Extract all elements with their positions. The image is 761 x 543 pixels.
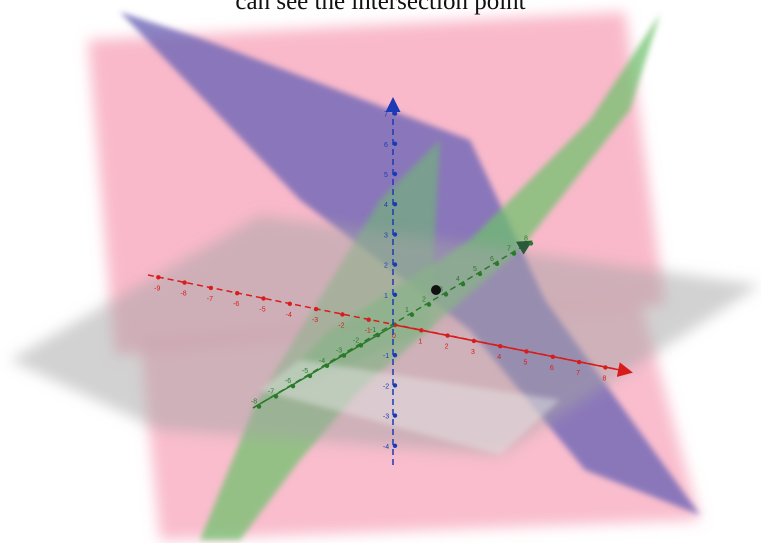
x-axis-tick-label: 7 [576,370,580,377]
y-axis-tick-mark [477,271,483,277]
y-axis-tick-label: 5 [473,266,477,273]
y-axis-tick-mark [511,251,517,256]
x-axis-tick-label: 5 [524,360,528,367]
z-axis-tick-label: 6 [384,142,388,149]
y-axis-tick-label: -5 [302,368,308,375]
y-axis-tick-label: -2 [353,337,359,344]
z-axis-tick-mark [392,171,398,177]
x-axis-tick-mark [287,301,292,306]
y-axis-tick-mark [324,363,330,368]
z-axis-tick-label: 7 [384,112,388,119]
y-axis-tick-label: 8 [524,235,528,242]
y-axis-tick-label: -7 [268,388,274,395]
z-axis-tick-label: 2 [384,263,388,270]
x-axis-tick-mark [576,359,582,365]
x-axis-tick-mark [261,296,266,301]
y-axis-tick-mark [494,261,500,266]
y-axis-tick-label: 1 [405,307,409,314]
x-axis-tick-mark [550,354,555,359]
x-axis-tick-label: 4 [497,354,501,361]
y-axis-tick-label: -1 [370,327,376,334]
x-axis-tick-label: -4 [286,312,292,319]
y-axis-tick-mark [341,353,347,358]
y-axis-tick-mark [307,373,313,379]
x-axis-tick-mark [603,365,608,370]
z-axis-tick-mark [392,292,398,297]
z-axis-tick-label: -4 [383,444,389,451]
z-axis-tick-label: 5 [384,172,388,179]
y-axis-tick-mark [460,282,466,287]
x-axis-tick-label: -2 [338,322,344,329]
caption: can see the intersection point [235,0,526,15]
z-axis-tick-mark [392,232,398,237]
z-axis-tick-mark [392,111,398,116]
gray-plane [10,215,760,455]
z-axis-tick-mark [392,141,398,146]
y-axis-tick-mark [426,302,432,307]
y-axis-tick-mark [290,384,296,389]
y-axis-tick-label: -6 [285,378,291,385]
z-axis-tick-mark [392,262,398,267]
y-axis-tick-label: 3 [439,286,443,293]
y-axis-tick-mark [256,404,262,409]
y-axis-tick-mark [358,343,364,348]
x-axis-tick-label: 3 [471,349,475,356]
x-axis-tick-label: -9 [154,285,160,292]
x-axis-tick-label: 2 [445,344,449,351]
x-axis-tick-mark [524,349,529,354]
x-axis-tick-label: -3 [312,317,318,324]
x-axis-tick-mark [235,291,240,296]
z-axis: -4 -3 -2 -1 1 2 3 4 5 6 7 [383,97,401,465]
z-axis-tick-mark [392,353,398,358]
z-axis-tick-mark [392,413,398,418]
z-axis-tick-label: 4 [384,202,388,209]
x-axis-tick-mark [340,312,345,317]
y-axis-tick-label: -8 [251,399,257,406]
x-axis-tick-mark [313,306,319,312]
y-axis-tick-label: 6 [490,256,494,263]
z-axis-tick-mark [392,443,398,448]
y-axis-tick-mark [375,333,381,338]
x-axis-tick-label: -6 [233,301,239,308]
y-axis-tick-mark [273,394,279,399]
y-axis-tick-label: -4 [319,358,325,365]
x-axis-tick-label: 8 [602,375,606,382]
z-axis-tick-label: 3 [384,232,388,239]
x-axis-tick-mark [156,275,161,280]
x-axis-tick-mark [182,280,187,285]
z-axis-tick-mark [392,383,398,388]
x-axis-tick-label: -5 [259,307,265,314]
x-axis-tick-label: 6 [550,365,554,372]
x-axis-tick-label: 1 [418,338,422,345]
x-axis-tick-mark [208,285,214,291]
intersection-point[interactable] [431,285,441,295]
x-axis-tick-mark [445,333,450,338]
x-axis-tick-label: -1 [365,328,371,335]
x-axis: -9 -8 -7 -6 -5 -4 -3 -2 -1 0 1 2 3 4 5 6 7 8 [147,274,633,382]
y-axis-tick-label: 2 [422,297,426,304]
z-axis-tick-label: -1 [383,353,389,360]
y-axis-tick-mark [409,312,415,317]
y-axis-tick-mark [528,241,534,246]
y-axis-tick-label: 7 [507,246,511,253]
x-axis-tick-label: -7 [207,296,213,303]
x-axis-tick-mark [419,328,424,333]
x-axis-tick-label: 0 [392,333,396,340]
x-axis-tick-label: -8 [180,291,186,298]
y-axis-tick-mark [443,292,449,297]
x-axis-tick-mark [471,338,477,344]
y-axis-tick-label: -3 [336,348,342,355]
y-axis-tick-label: 4 [456,276,460,283]
z-axis-tick-mark [392,202,398,207]
z-axis-tick-label: -3 [383,414,389,421]
x-axis-tick-mark [498,344,503,349]
z-axis-tick-label: 1 [384,293,388,300]
y-axis: -8 -7 -6 -5 -4 -3 -2 -1 1 2 3 4 5 6 7 8 [251,235,534,409]
z-axis-tick-label: -2 [383,383,389,390]
x-axis-tick-mark [366,317,371,322]
